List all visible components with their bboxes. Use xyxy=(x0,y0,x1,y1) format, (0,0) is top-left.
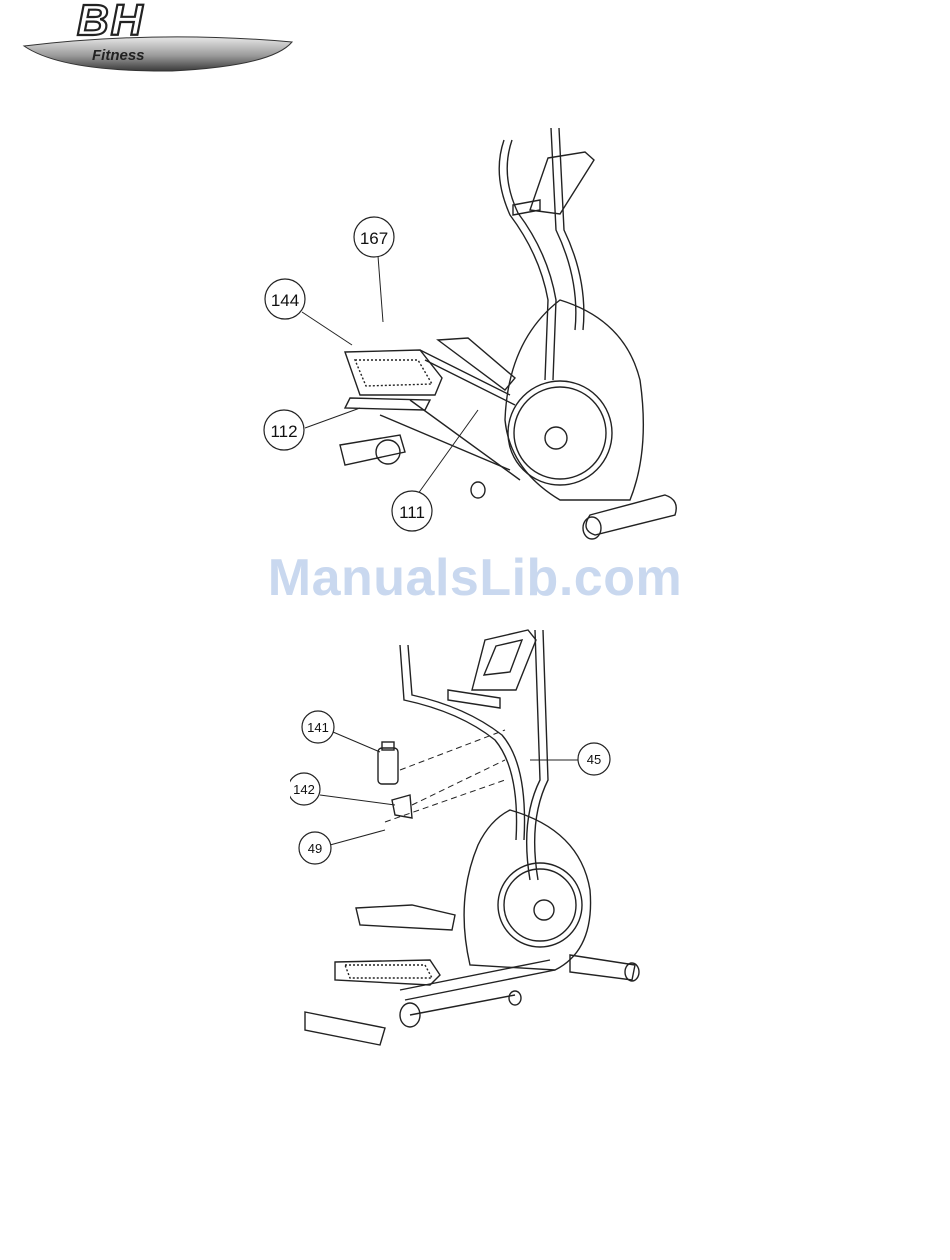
callout-142: 142 xyxy=(293,782,315,797)
bottom-assembly-figure: 141 142 49 45 xyxy=(290,620,650,1060)
callout-141: 141 xyxy=(307,720,329,735)
callout-45: 45 xyxy=(587,752,601,767)
top-assembly-figure: 167 144 112 111 xyxy=(250,120,700,550)
watermark-text: ManualsLib.com xyxy=(0,548,950,608)
bh-fitness-logo: BH Fitness xyxy=(22,0,294,74)
callout-49: 49 xyxy=(308,841,322,856)
logo-fitness-text: Fitness xyxy=(92,47,145,64)
callout-112: 112 xyxy=(270,422,297,441)
callout-144: 144 xyxy=(271,291,299,310)
callout-111: 111 xyxy=(399,503,425,522)
logo-bh-text: BH xyxy=(77,0,145,45)
callout-167: 167 xyxy=(360,229,388,248)
